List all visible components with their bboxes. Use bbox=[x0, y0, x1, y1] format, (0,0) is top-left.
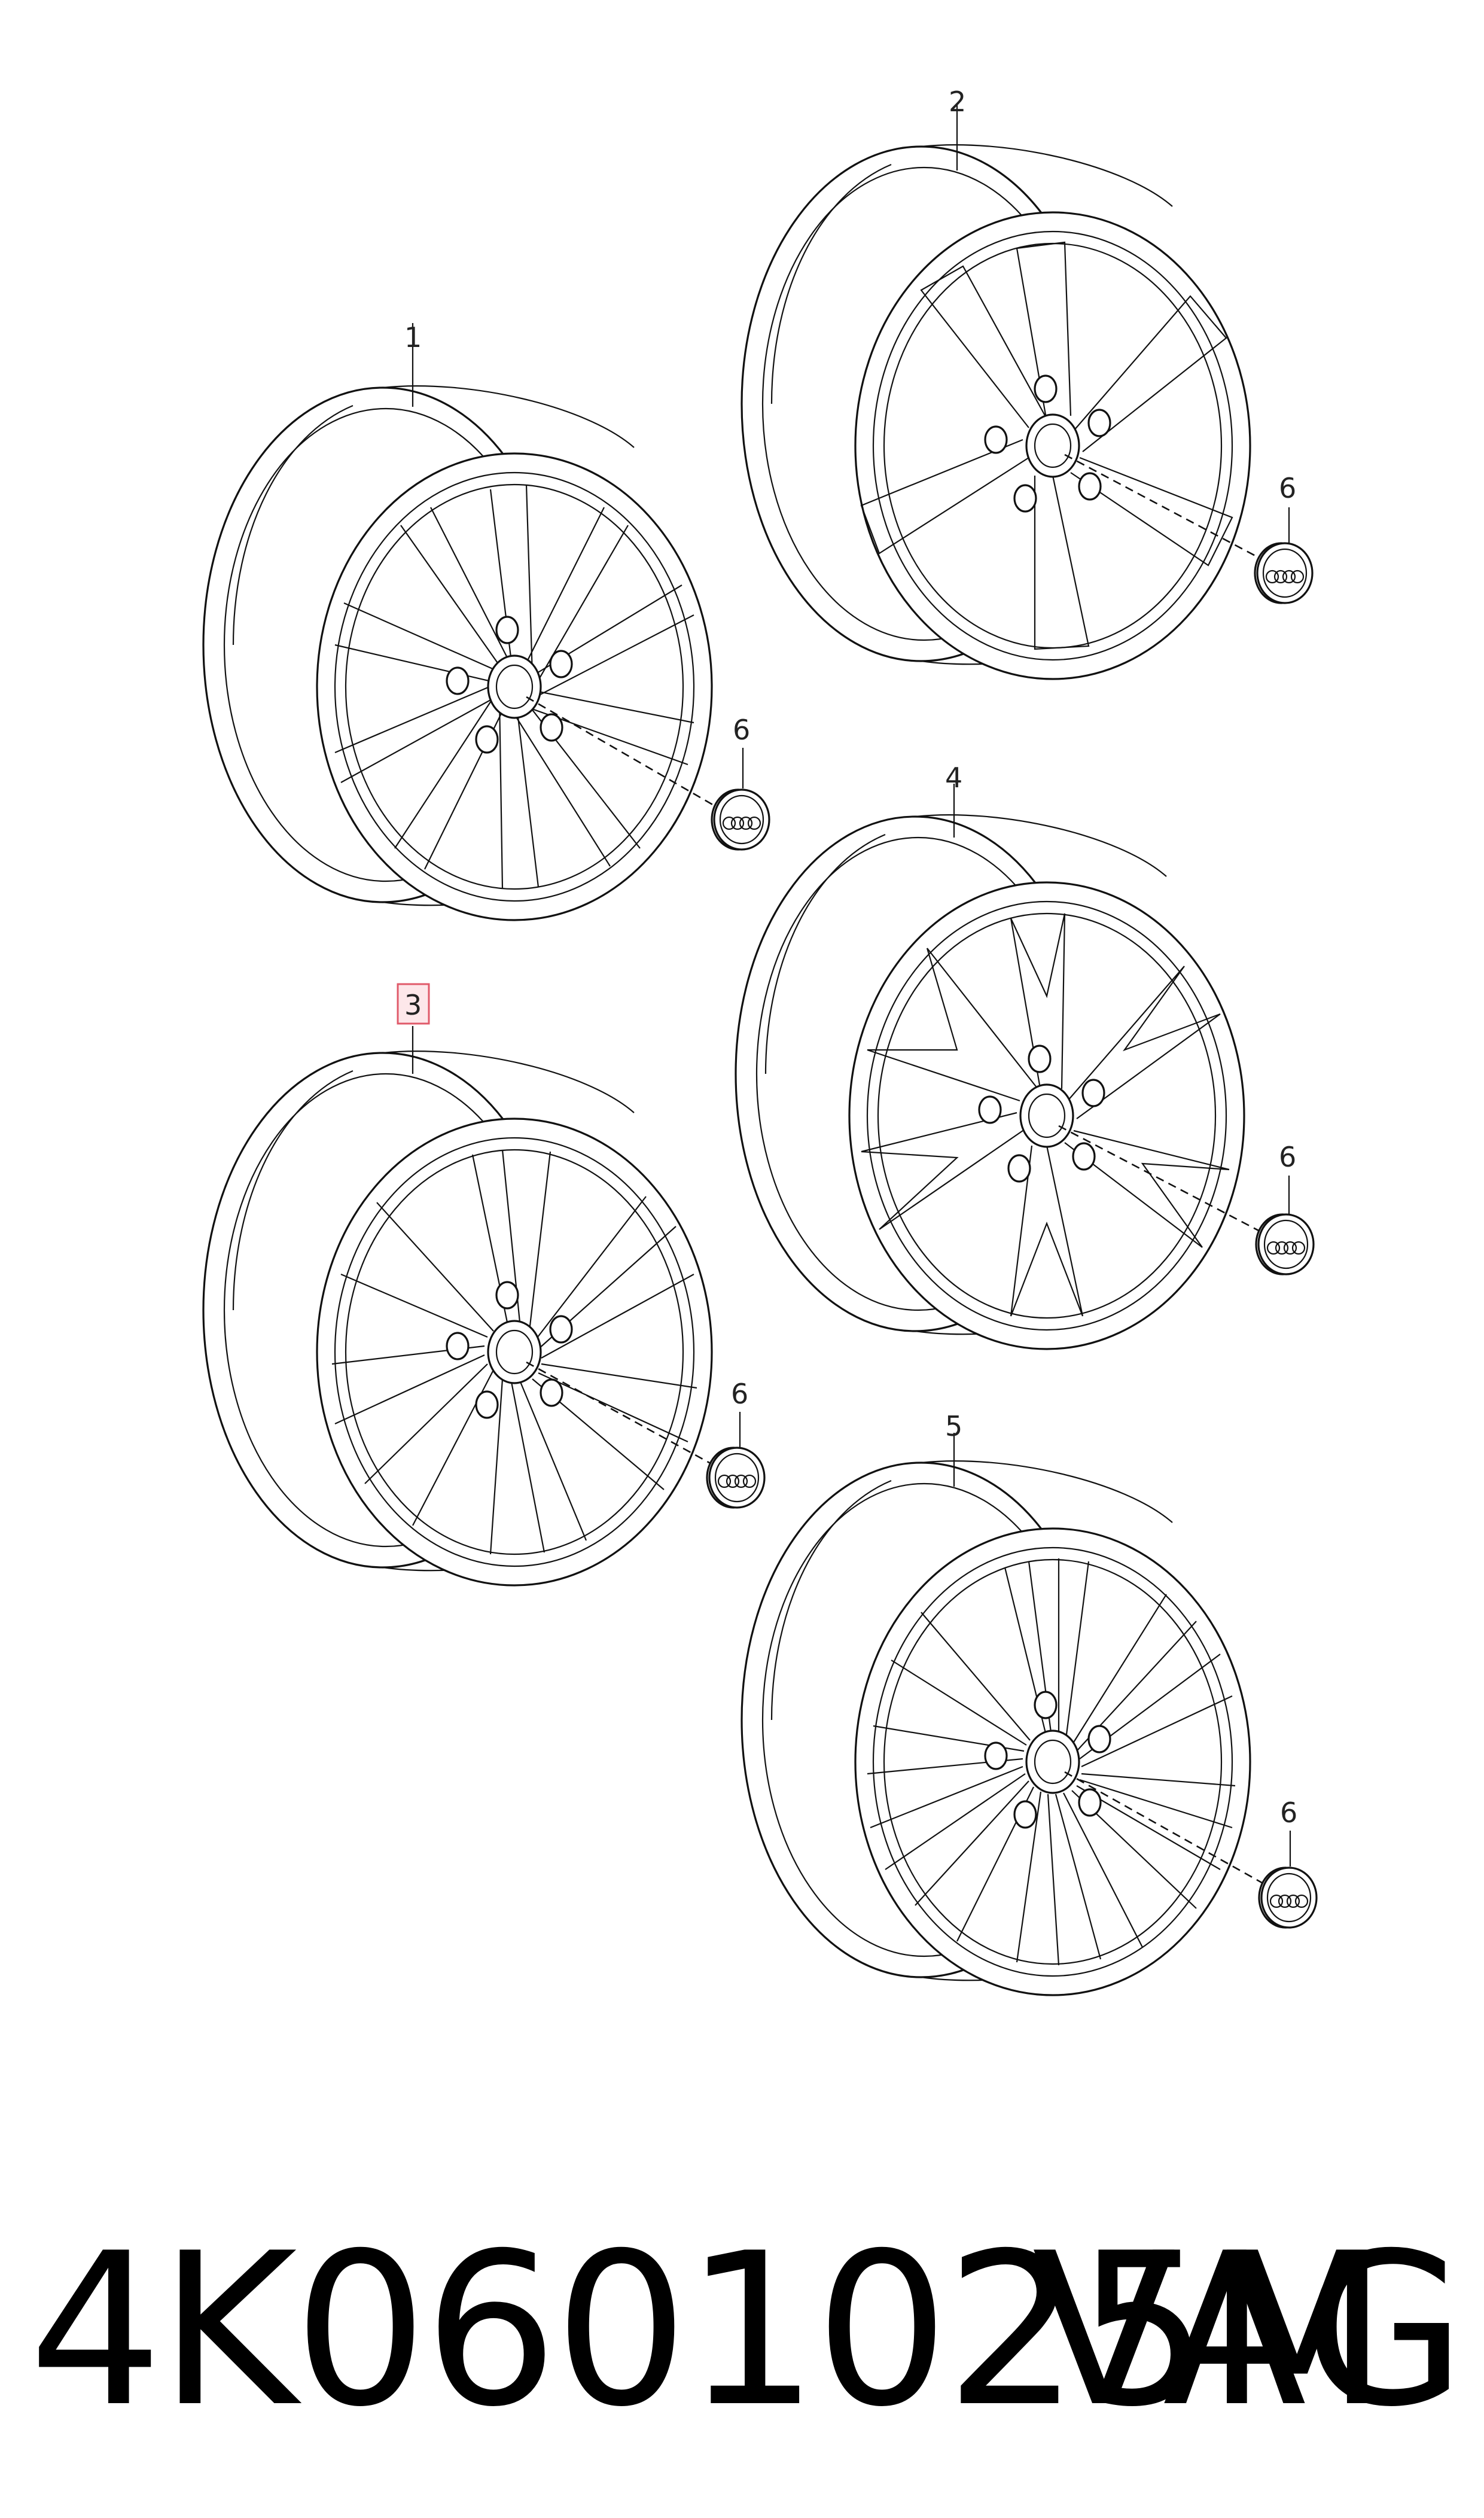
callout-wheel-4: 4 bbox=[945, 762, 962, 794]
center-cap-5 bbox=[1258, 1867, 1318, 1929]
wheel-2-spokes bbox=[860, 241, 1233, 650]
wheel-3-spokes bbox=[331, 1149, 697, 1555]
callout-wheel-2: 2 bbox=[949, 86, 966, 118]
callout-cap-5: 6 bbox=[1280, 1797, 1297, 1829]
wheel-4-spokes bbox=[861, 913, 1230, 1317]
brand-label: VAG bbox=[1032, 2208, 1466, 2453]
center-cap-4 bbox=[1255, 1213, 1315, 1275]
callout-cap-2: 6 bbox=[1279, 472, 1296, 504]
wheel-3 bbox=[202, 1050, 713, 1587]
callout-cap-3: 6 bbox=[731, 1378, 748, 1410]
wheel-4 bbox=[735, 814, 1245, 1350]
callout-wheel-3: 3 bbox=[404, 989, 422, 1021]
callout-cap-1: 6 bbox=[733, 714, 750, 746]
center-cap-2 bbox=[1254, 542, 1314, 604]
wheel-5 bbox=[741, 1460, 1251, 1996]
center-cap-1 bbox=[711, 788, 770, 851]
callout-wheel-3-highlight bbox=[397, 983, 430, 1025]
part-number: 4K0601025M bbox=[29, 2208, 1388, 2453]
wheel-5-spokes bbox=[867, 1558, 1236, 1966]
callout-wheel-5: 5 bbox=[945, 1410, 962, 1442]
center-cap-3 bbox=[706, 1447, 766, 1509]
wheel-1 bbox=[202, 385, 713, 921]
wheel-2 bbox=[741, 144, 1251, 680]
callout-cap-4: 6 bbox=[1279, 1141, 1296, 1173]
wheel-1-spokes bbox=[334, 484, 694, 890]
callout-wheel-1: 1 bbox=[404, 321, 422, 354]
